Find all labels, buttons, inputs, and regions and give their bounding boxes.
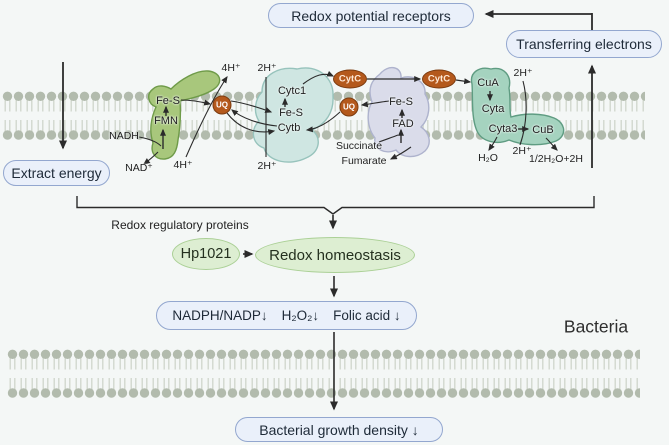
cub-label: CuB <box>532 124 554 136</box>
arrow-cyta3-to-h2o <box>488 136 498 151</box>
redox-receptors-box: Redox potential receptors <box>268 3 474 28</box>
cyta3-label: Cyta3 <box>488 123 518 135</box>
nad-label: NAD⁺ <box>125 162 153 174</box>
complex4-h2-bottom-label: 2H⁺ <box>512 145 532 157</box>
extract-energy-box: Extract energy <box>3 160 110 186</box>
complex3-h2-top-label: 2H⁺ <box>257 62 277 74</box>
complex1-fmn-label: FMN <box>154 115 178 127</box>
transferring-electrons-box: Transferring electrons <box>506 30 662 58</box>
complex-i-blob <box>148 70 221 160</box>
cytc1-label: Cytc1 <box>277 85 307 97</box>
result-nadph: NADPH/NADP↓ <box>172 308 268 323</box>
arrow-cub-to-product <box>545 137 558 151</box>
result-folic-acid: Folic acid ↓ <box>333 308 401 323</box>
arrow-to-fumarate <box>389 146 412 160</box>
arrow-uq1-to-fes3 <box>230 100 273 113</box>
cytb-label: Cytb <box>277 122 301 134</box>
h2o-label: H₂O <box>478 152 498 164</box>
nadh-label: NADH <box>109 130 139 142</box>
succinate-label: Succinate <box>335 140 383 152</box>
arrow-cytb-to-uq1 <box>231 109 278 127</box>
growth-density-box: Bacterial growth density ↓ <box>235 417 443 442</box>
line-succinate-in <box>378 134 399 143</box>
arrow-fes-to-uq1 <box>180 99 212 106</box>
arrow-fes2-to-uq2 <box>360 100 390 108</box>
arrow-uq2-to-cytb <box>305 111 341 133</box>
bacteria-label: Bacteria <box>563 316 629 337</box>
cua-label: CuA <box>477 77 499 89</box>
h4-bottom-label: 4H⁺ <box>173 159 193 171</box>
line-nadh-in <box>138 136 162 147</box>
complex-iii-blob <box>252 67 334 163</box>
redox-homeostasis-node: Redox homeostasis <box>255 237 415 273</box>
complex-ii-blob <box>367 67 430 158</box>
arrow-to-nad <box>143 151 159 165</box>
arrow-cytc1-to-cytc <box>302 70 335 85</box>
arrow-uq1-to-cytb <box>226 112 276 136</box>
regulatory-proteins-label: Redox regulatory proteins <box>111 218 249 232</box>
complex4-h2-top-label: 2H⁺ <box>513 67 533 79</box>
complex3-fes-label: Fe-S <box>279 107 303 119</box>
membrane-bottom <box>7 349 640 398</box>
fumarate-label: Fumarate <box>341 155 387 167</box>
cytochrome-c-left: CytC <box>333 69 367 89</box>
complex3-h2-bottom-label: 2H⁺ <box>257 160 277 172</box>
bracket <box>76 196 595 215</box>
complex2-fes-label: Fe-S <box>389 96 413 108</box>
fad-label: FAD <box>392 118 414 130</box>
ubiquinone-1: UQ <box>212 95 232 115</box>
hp1021-node: Hp1021 <box>172 238 240 270</box>
complex1-fes-label: Fe-S <box>156 95 180 107</box>
complex-iv-blob <box>470 67 565 146</box>
cytochrome-c-right: CytC <box>422 69 456 89</box>
proton-arrow-complex-i <box>185 76 228 158</box>
results-box: NADPH/NADP↓ H₂O₂↓ Folic acid ↓ <box>156 301 417 330</box>
h4-top-label: 4H⁺ <box>221 62 241 74</box>
ubiquinone-2: UQ <box>339 97 359 117</box>
cyta-label: Cyta <box>481 103 505 115</box>
result-h2o2: H₂O₂↓ <box>281 308 320 323</box>
product-label: 1/2H₂O+2H <box>529 153 583 165</box>
arrow-cytc-to-cua <box>455 78 472 85</box>
proton-line-complex-iv <box>519 80 527 146</box>
